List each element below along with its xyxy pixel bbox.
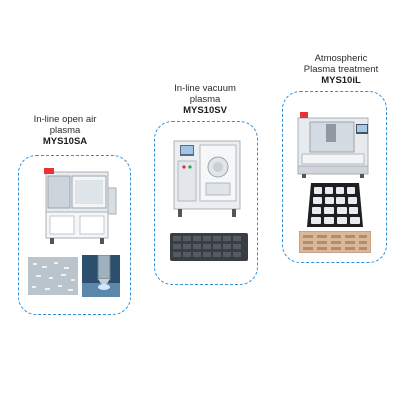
product-panel-vacuum — [154, 121, 258, 285]
product-caption-atmospheric: Atmospheric Plasma treatment MYS10iL — [286, 53, 396, 86]
caption-line2: Plasma treatment — [303, 64, 379, 75]
treated-sample-photo — [28, 257, 78, 295]
caption-line2: plasma — [49, 125, 81, 136]
product-panel-open-air — [18, 155, 131, 315]
atmospheric-plasma-machine-image — [297, 112, 369, 178]
product-caption-vacuum: In-line vacuum plasma MYS10SV — [150, 83, 260, 116]
product-caption-open-air: In-line open air plasma MYS10SA — [10, 114, 120, 147]
model-name: MYS10SA — [42, 136, 88, 147]
open-air-plasma-machine-image — [44, 168, 117, 244]
caption-line1: In-line vacuum — [174, 83, 236, 94]
vacuum-tray-photo — [170, 233, 248, 261]
model-name: MYS10iL — [321, 75, 361, 86]
vacuum-plasma-machine-image — [173, 140, 241, 217]
product-panel-atmospheric — [282, 91, 387, 263]
keypad-part-photo — [307, 183, 363, 227]
caption-line2: plasma — [189, 94, 221, 105]
caption-line1: Atmospheric — [314, 53, 368, 64]
pcb-board-photo — [299, 231, 371, 253]
plasma-nozzle-photo — [82, 255, 120, 297]
model-name: MYS10SV — [183, 105, 227, 116]
caption-line1: In-line open air — [33, 114, 97, 125]
